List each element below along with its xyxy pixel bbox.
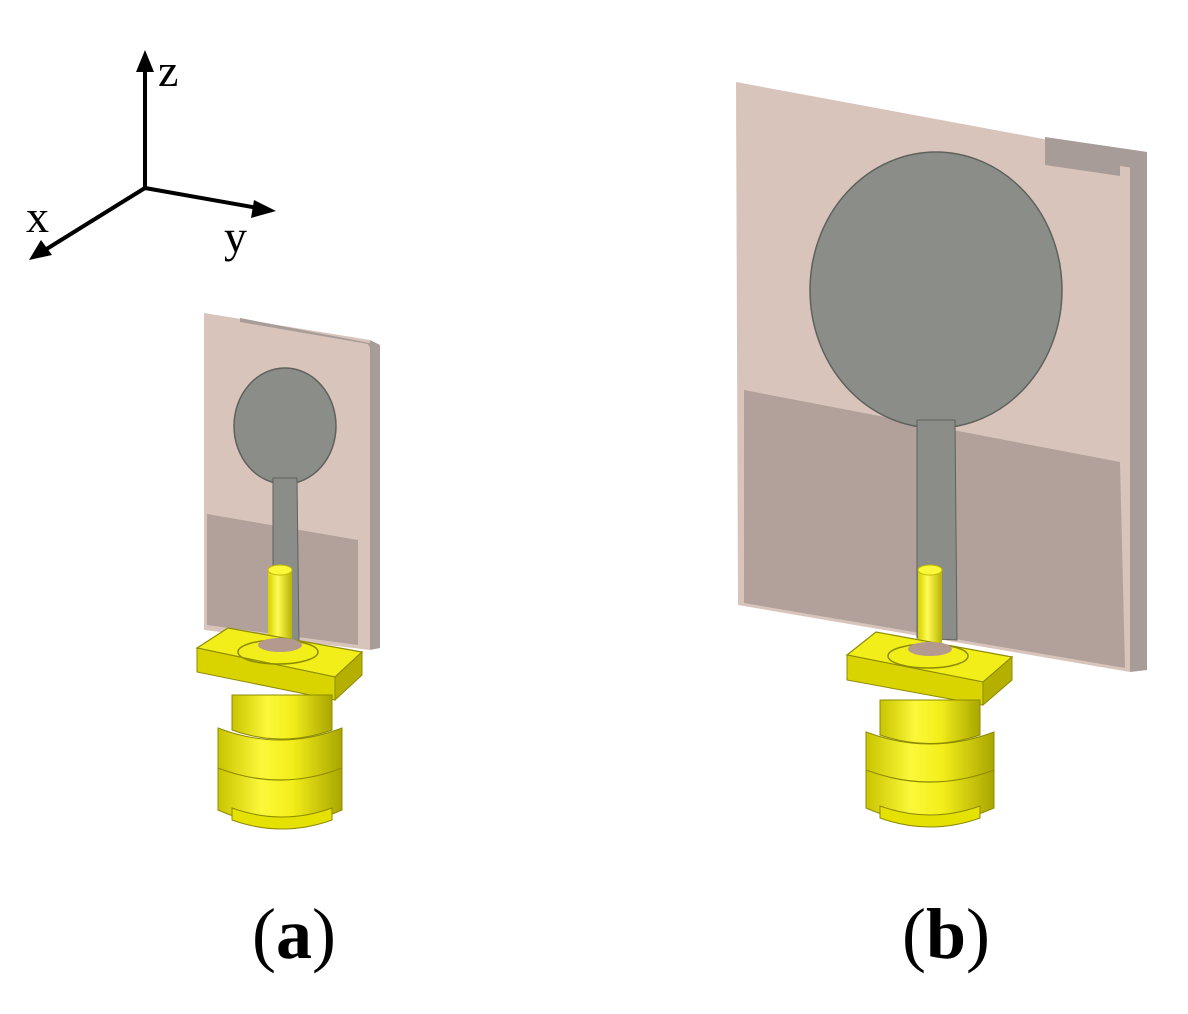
antenna-a	[195, 313, 380, 830]
x-axis-arrowhead	[29, 240, 52, 260]
z-axis-arrowhead	[136, 50, 154, 72]
connector-pin-b-top	[917, 564, 943, 576]
connector-base-b	[879, 805, 981, 828]
circular-patch-a	[233, 367, 337, 485]
antenna-b	[736, 82, 1147, 828]
connector-body-a-upper	[231, 694, 333, 740]
caption-b-letter: b	[925, 894, 967, 974]
connector-dielectric-a	[258, 638, 302, 652]
caption-a: (a)	[252, 898, 336, 970]
coordinate-axes	[29, 50, 276, 260]
x-axis-label: x	[26, 191, 49, 242]
caption-b-close-paren: )	[966, 894, 991, 974]
caption-b: (b)	[902, 898, 990, 970]
caption-a-close-paren: )	[311, 894, 336, 974]
caption-b-open-paren: (	[902, 894, 926, 974]
y-axis-line	[144, 186, 259, 210]
ground-tab-b	[1045, 137, 1147, 176]
connector-pin-a-top	[267, 564, 293, 576]
connector-dielectric-b	[908, 642, 952, 656]
substrate-a-edge	[370, 340, 380, 650]
ground-tab-a	[240, 318, 380, 348]
connector-flange-b-side	[982, 655, 1013, 707]
substrate-b-edge	[1130, 152, 1147, 672]
connector-base-a	[231, 807, 333, 830]
caption-a-letter: a	[275, 894, 312, 974]
y-axis-arrowhead	[251, 200, 276, 218]
connector-flange-a-side	[334, 650, 363, 702]
caption-a-open-paren: (	[252, 894, 276, 974]
y-axis-label: y	[224, 211, 247, 262]
connector-pin-a	[268, 570, 292, 642]
z-axis-label: z	[158, 45, 179, 96]
connector-body-b-upper	[879, 699, 981, 744]
x-axis-line	[43, 186, 147, 252]
circular-patch-b	[809, 151, 1063, 429]
connector-body-a-groove	[217, 767, 343, 781]
connector-body-b-groove	[865, 769, 995, 783]
connector-pin-b	[918, 570, 942, 644]
